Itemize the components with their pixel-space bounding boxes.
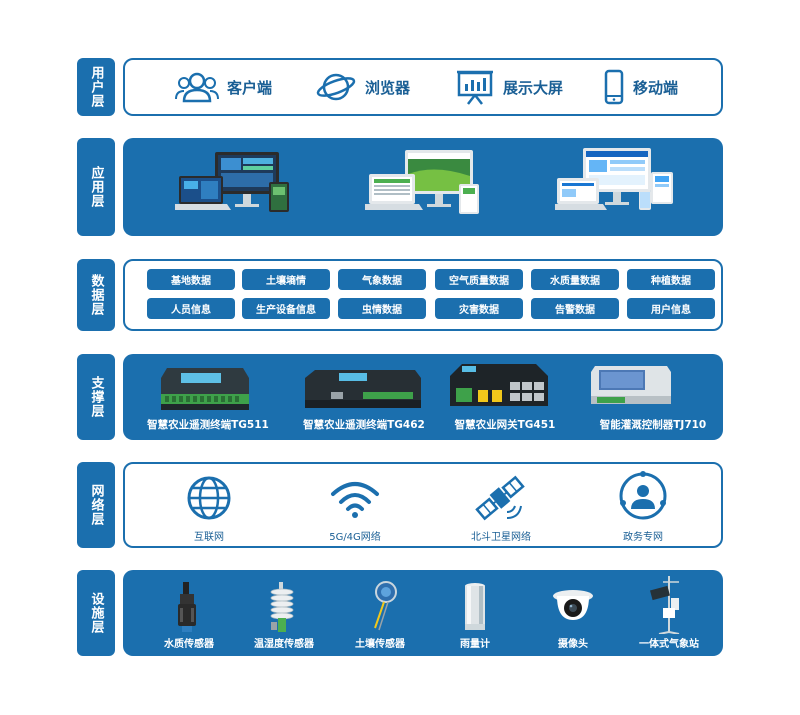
user-item-bigscreen[interactable]: 展示大屏 xyxy=(455,60,563,114)
mobile-icon xyxy=(604,69,624,105)
facility-item-label: 土壤传感器 xyxy=(355,639,405,650)
network-layer-panel: 互联网 5G/4G网络 北斗卫星网络 xyxy=(123,462,723,548)
rain-gauge-image xyxy=(465,583,485,630)
network-user-icon xyxy=(619,471,667,520)
presentation-icon xyxy=(457,70,493,105)
user-item-label: 移动端 xyxy=(633,78,679,97)
device-mockup-group-2 xyxy=(365,150,479,214)
data-chip[interactable]: 空气质量数据 xyxy=(435,269,523,290)
telemetry-terminal-tg462-image xyxy=(305,370,421,408)
data-chip[interactable]: 生产设备信息 xyxy=(242,298,330,319)
data-chip[interactable]: 土壤墒情 xyxy=(242,269,330,290)
facility-layer: 设施层 水质传感器 温湿度传感器 xyxy=(77,570,723,656)
data-chip[interactable]: 人员信息 xyxy=(147,298,235,319)
support-device-label: 智慧农业网关TG451 xyxy=(454,419,556,431)
user-layer: 用户层 客户端 浏览器 xyxy=(77,58,723,116)
planet-icon xyxy=(316,73,356,101)
facility-item-label: 水质传感器 xyxy=(164,639,214,650)
user-item-label: 客户端 xyxy=(227,78,273,97)
support-layer-panel: 智慧农业遥测终端TG511 智慧农业遥测终端TG462 智慧农业网关TG451 xyxy=(123,354,723,440)
telemetry-terminal-tg511-image xyxy=(161,368,249,410)
device-mockup-group-1 xyxy=(175,152,289,212)
soil-sensor-image xyxy=(374,581,397,631)
data-layer: 数据层 基地数据 土壤墒情 气象数据 空气质量数据 水质量数据 种植数据 人员信… xyxy=(77,259,723,331)
user-item-label: 浏览器 xyxy=(365,78,411,97)
facility-layer-panel: 水质传感器 温湿度传感器 土壤传感器 xyxy=(123,570,723,656)
user-item-client[interactable]: 客户端 xyxy=(175,60,272,114)
users-icon xyxy=(175,72,219,103)
wifi-signal-icon xyxy=(331,482,379,518)
user-item-browser[interactable]: 浏览器 xyxy=(315,60,410,114)
globe-icon xyxy=(187,476,231,520)
data-chip[interactable]: 水质量数据 xyxy=(531,269,619,290)
data-layer-panel: 基地数据 土壤墒情 气象数据 空气质量数据 水质量数据 种植数据 人员信息 生产… xyxy=(123,259,723,331)
data-layer-tag: 数据层 xyxy=(77,259,115,331)
user-layer-panel: 客户端 浏览器 展示大屏 xyxy=(123,58,723,116)
application-layer: 应用层 xyxy=(77,138,723,236)
water-quality-sensor-image xyxy=(178,582,196,632)
weather-station-image xyxy=(650,576,680,634)
irrigation-controller-tj710-image xyxy=(591,366,671,404)
network-item-label: 5G/4G网络 xyxy=(329,532,381,543)
support-layer: 支撑层 智慧农业遥测终端TG511 智慧农业遥测终端TG462 xyxy=(77,354,723,440)
network-item-label: 政务专网 xyxy=(623,532,663,543)
data-chip[interactable]: 灾害数据 xyxy=(435,298,523,319)
user-item-mobile[interactable]: 移动端 xyxy=(603,60,678,114)
user-item-label: 展示大屏 xyxy=(503,78,564,97)
network-layer-tag: 网络层 xyxy=(77,462,115,548)
data-chip[interactable]: 虫情数据 xyxy=(338,298,426,319)
network-item-label: 北斗卫星网络 xyxy=(471,532,531,543)
application-layer-panel xyxy=(123,138,723,236)
support-layer-tag: 支撑层 xyxy=(77,354,115,440)
temp-humidity-sensor-image xyxy=(270,582,294,632)
facility-item-label: 一体式气象站 xyxy=(639,639,699,650)
facility-layer-tag: 设施层 xyxy=(77,570,115,656)
data-chip[interactable]: 基地数据 xyxy=(147,269,235,290)
support-device-label: 智慧农业遥测终端TG511 xyxy=(147,419,269,431)
agri-gateway-tg451-image xyxy=(450,364,548,406)
device-mockup-group-3 xyxy=(555,148,673,210)
data-chip[interactable]: 用户信息 xyxy=(627,298,715,319)
facility-item-label: 摄像头 xyxy=(558,639,588,650)
network-layer: 网络层 互联网 5G/4G网络 xyxy=(77,462,723,548)
facility-item-label: 温湿度传感器 xyxy=(254,639,314,650)
user-layer-tag: 用户层 xyxy=(77,58,115,116)
network-item-label: 互联网 xyxy=(194,532,224,543)
facility-item-label: 雨量计 xyxy=(460,639,490,650)
support-device-label: 智能灌溉控制器TJ710 xyxy=(599,419,707,431)
dome-camera-image xyxy=(553,590,593,620)
data-chip[interactable]: 告警数据 xyxy=(531,298,619,319)
data-chip[interactable]: 种植数据 xyxy=(627,269,715,290)
data-chip[interactable]: 气象数据 xyxy=(338,269,426,290)
satellite-icon xyxy=(475,475,525,521)
application-layer-tag: 应用层 xyxy=(77,138,115,236)
support-device-label: 智慧农业遥测终端TG462 xyxy=(303,419,425,431)
